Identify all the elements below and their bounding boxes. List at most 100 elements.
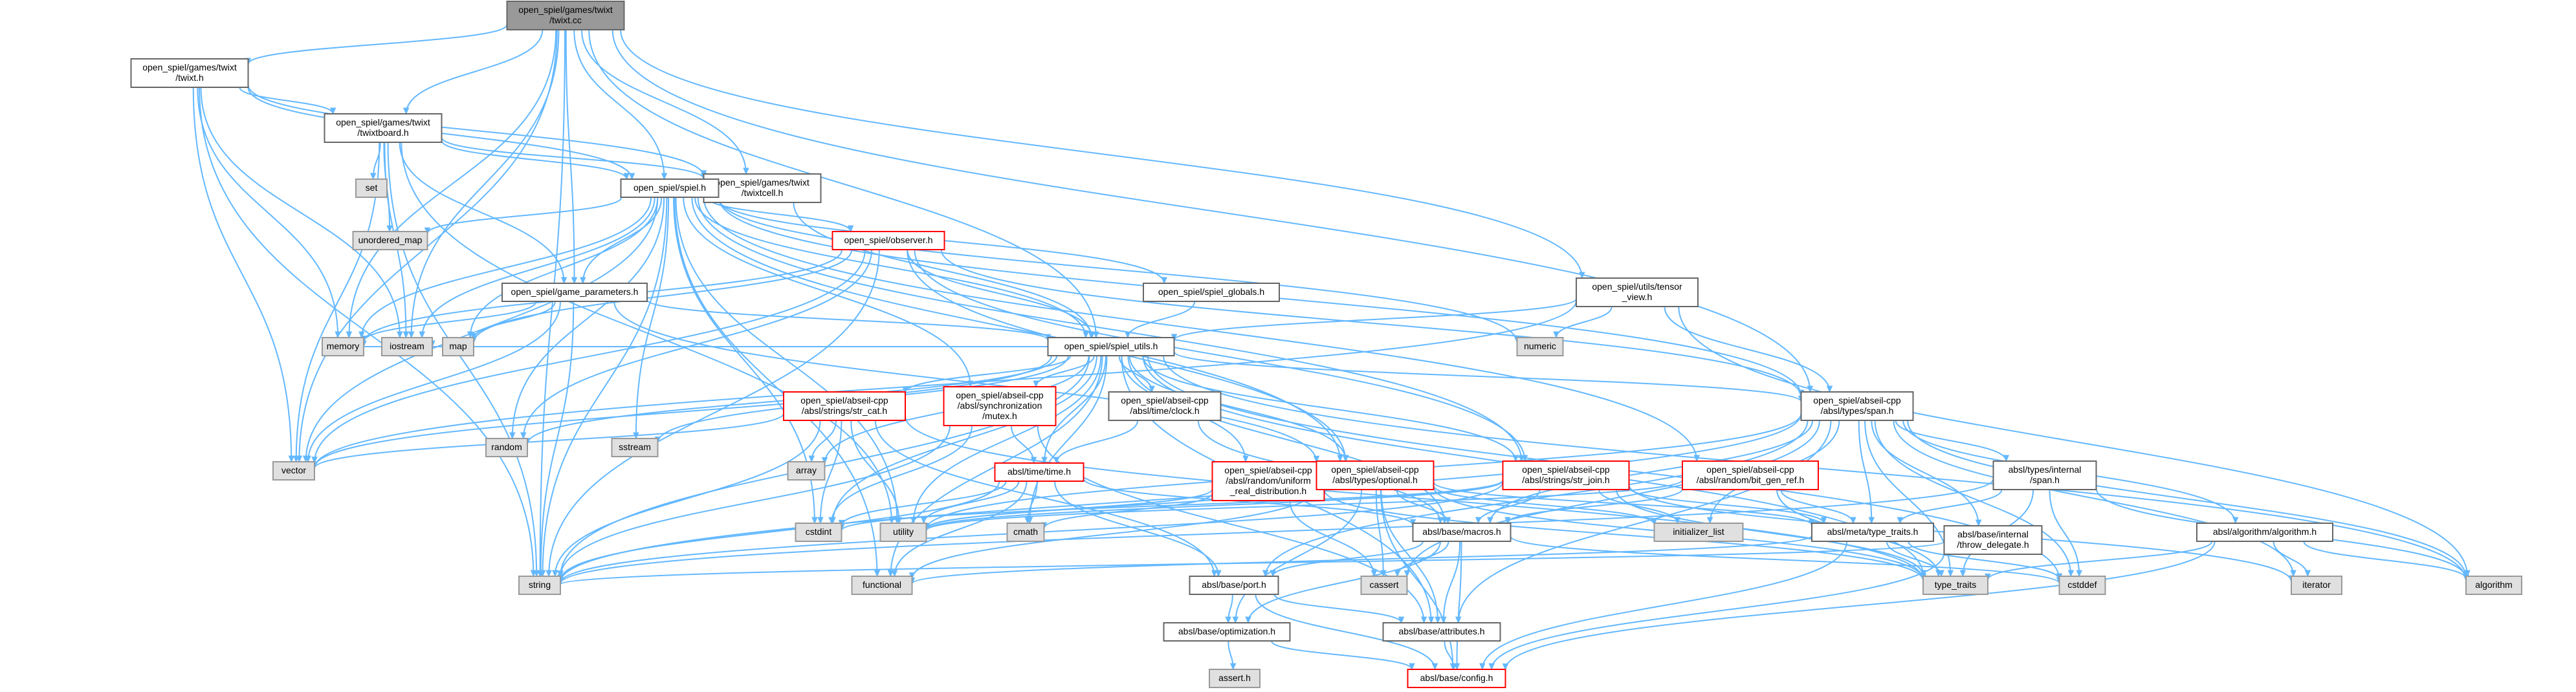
node-iterator[interactable]: iterator bbox=[2291, 576, 2342, 595]
node-bit-gen-ref-h[interactable]: open_spiel/abseil-cpp/absl/random/bit_ge… bbox=[1682, 460, 1819, 490]
edge-arrowhead bbox=[1041, 457, 1048, 464]
node-label: /absl/random/bit_gen_ref.h bbox=[1697, 475, 1805, 485]
node-numeric[interactable]: numeric bbox=[1516, 337, 1564, 356]
node-config-h[interactable]: absl/base/config.h bbox=[1407, 669, 1506, 688]
node-label: functional bbox=[863, 579, 901, 590]
edge-arrowhead bbox=[358, 331, 365, 339]
edge-port_h-to-optimization_h bbox=[1225, 594, 1233, 624]
node-throw-delegate-h[interactable]: absl/base/internal/throw_delegate.h bbox=[1943, 525, 2043, 555]
node-assert-h[interactable]: assert.h bbox=[1209, 669, 1260, 688]
node-observer-h[interactable]: open_spiel/observer.h bbox=[831, 231, 945, 250]
node-tensor-view-h[interactable]: open_spiel/utils/tensor_view.h bbox=[1576, 277, 1699, 307]
node-twixt-cc[interactable]: open_spiel/games/twixt/twixt.cc bbox=[506, 1, 625, 30]
node-label: open_spiel/games/twixt bbox=[336, 117, 430, 127]
node-label: /absl/strings/str_cat.h bbox=[802, 405, 887, 416]
node-box bbox=[1811, 523, 1934, 542]
node-label: open_spiel/spiel.h bbox=[633, 182, 706, 193]
node-unordered-map[interactable]: unordered_map bbox=[352, 231, 428, 250]
edge-line bbox=[1504, 541, 2216, 670]
node-box bbox=[1943, 525, 2043, 555]
node-str-join-h[interactable]: open_spiel/abseil-cpp/absl/strings/str_j… bbox=[1502, 460, 1630, 490]
edge-line bbox=[1491, 552, 1945, 670]
node-twixtboard-h[interactable]: open_spiel/games/twixt/twixtboard.h bbox=[324, 113, 443, 143]
edge-line bbox=[511, 197, 665, 439]
edge-arrowhead bbox=[1024, 517, 1031, 524]
edge-tensor_view_h-to-span_h bbox=[1664, 306, 1833, 393]
node-box bbox=[831, 231, 945, 250]
node-time-h[interactable]: absl/time/time.h bbox=[994, 462, 1084, 482]
node-array[interactable]: array bbox=[787, 461, 826, 481]
edge-algorithm_h-to-config_h bbox=[1502, 541, 2216, 671]
node-uniform-real-h[interactable]: open_spiel/abseil-cpp/absl/random/unifor… bbox=[1211, 461, 1325, 501]
node-game-parameters-h[interactable]: open_spiel/game_parameters.h bbox=[501, 283, 648, 302]
node-spiel-h[interactable]: open_spiel/spiel.h bbox=[620, 178, 720, 198]
edge-twixtboard_h-to-twixtcell_h bbox=[441, 136, 707, 180]
node-sstream[interactable]: sstream bbox=[611, 438, 659, 457]
node-optimization-h[interactable]: absl/base/optimization.h bbox=[1163, 622, 1291, 642]
edge-time_h-to-port_h bbox=[1054, 481, 1222, 578]
edge-line bbox=[611, 29, 1811, 393]
edge-arrowhead bbox=[2003, 455, 2010, 462]
node-map[interactable]: map bbox=[442, 337, 474, 356]
node-label: absl/base/port.h bbox=[1202, 579, 1266, 590]
node-macros-h[interactable]: absl/base/macros.h bbox=[1412, 523, 1512, 542]
node-algorithm-h[interactable]: absl/algorithm/algorithm.h bbox=[2196, 523, 2333, 542]
node-port-h[interactable]: absl/base/port.h bbox=[1189, 576, 1279, 595]
node-cstddef[interactable]: cstddef bbox=[2058, 576, 2106, 595]
node-cstdint[interactable]: cstdint bbox=[795, 523, 842, 542]
edge-str_join_h-to-type_traits_h bbox=[1628, 486, 1827, 524]
edge-arrowhead bbox=[1420, 616, 1427, 624]
node-str-cat-h[interactable]: open_spiel/abseil-cpp/absl/strings/str_c… bbox=[783, 391, 906, 421]
edge-line bbox=[914, 249, 1526, 462]
node-functional[interactable]: functional bbox=[851, 576, 913, 595]
node-algorithm[interactable]: algorithm bbox=[2465, 576, 2522, 595]
edge-line bbox=[426, 197, 622, 234]
node-initializer-list[interactable]: initializer_list bbox=[1653, 523, 1744, 542]
edge-line bbox=[697, 197, 1523, 462]
node-cmath[interactable]: cmath bbox=[1006, 523, 1045, 542]
node-mutex-h[interactable]: open_spiel/abseil-cpp/absl/synchronizati… bbox=[943, 386, 1057, 426]
edge-arrowhead bbox=[808, 455, 815, 463]
node-cassert[interactable]: cassert bbox=[1360, 576, 1408, 595]
edge-arrowhead bbox=[661, 173, 668, 180]
node-random[interactable]: random bbox=[485, 438, 528, 457]
node-label: open_spiel/games/twixt bbox=[715, 177, 809, 188]
node-label: cassert bbox=[1369, 579, 1398, 590]
node-attributes-h[interactable]: absl/base/attributes.h bbox=[1382, 622, 1501, 642]
edge-span_h-to-cassert bbox=[1404, 420, 1820, 578]
node-box bbox=[506, 1, 625, 30]
edge-line bbox=[1510, 535, 2060, 584]
node-span-h[interactable]: open_spiel/abseil-cpp/absl/types/span.h bbox=[1800, 391, 1914, 421]
node-vector[interactable]: vector bbox=[272, 461, 315, 481]
node-optional-h[interactable]: open_spiel/abseil-cpp/absl/types/optiona… bbox=[1316, 460, 1435, 490]
node-twixtcell-h[interactable]: open_spiel/games/twixt/twixtcell.h bbox=[703, 173, 822, 203]
node-type-traits[interactable]: type_traits bbox=[1922, 576, 1988, 595]
edge-line bbox=[1481, 541, 1848, 670]
edge-arrowhead bbox=[1868, 517, 1875, 524]
node-iostream[interactable]: iostream bbox=[381, 337, 433, 356]
edge-line bbox=[1908, 541, 2060, 580]
node-utility[interactable]: utility bbox=[879, 523, 927, 542]
node-set[interactable]: set bbox=[355, 178, 388, 198]
node-spiel-utils-h[interactable]: open_spiel/spiel_utils.h bbox=[1047, 337, 1175, 356]
node-clock-h[interactable]: open_spiel/abseil-cpp/absl/time/clock.h bbox=[1108, 391, 1222, 421]
edge-arrowhead bbox=[335, 331, 341, 339]
node-string[interactable]: string bbox=[518, 576, 561, 595]
edge-line bbox=[1380, 489, 1439, 623]
edge-spiel_h-to-optional_h bbox=[691, 197, 1343, 462]
node-internal-span-h[interactable]: absl/types/internal/span.h bbox=[1992, 460, 2097, 490]
node-type-traits-h[interactable]: absl/meta/type_traits.h bbox=[1811, 523, 1934, 542]
node-memory[interactable]: memory bbox=[322, 337, 364, 356]
edge-arrowhead bbox=[292, 455, 300, 463]
node-box bbox=[1211, 461, 1325, 501]
edge-optional_h-to-optimization_h bbox=[1232, 489, 1363, 624]
node-label: cstddef bbox=[2067, 579, 2097, 590]
node-spiel-globals-h[interactable]: open_spiel/spiel_globals.h bbox=[1143, 283, 1280, 302]
node-box bbox=[1412, 523, 1512, 542]
edge-arrowhead bbox=[1959, 570, 1966, 578]
node-label: open_spiel/games/twixt bbox=[142, 62, 237, 72]
edge-line bbox=[1893, 420, 2295, 577]
edge-mutex_h-to-time_h bbox=[1010, 425, 1037, 464]
edge-arrowhead bbox=[1947, 570, 1954, 578]
node-twixt-h[interactable]: open_spiel/games/twixt/twixt.h bbox=[130, 58, 249, 88]
